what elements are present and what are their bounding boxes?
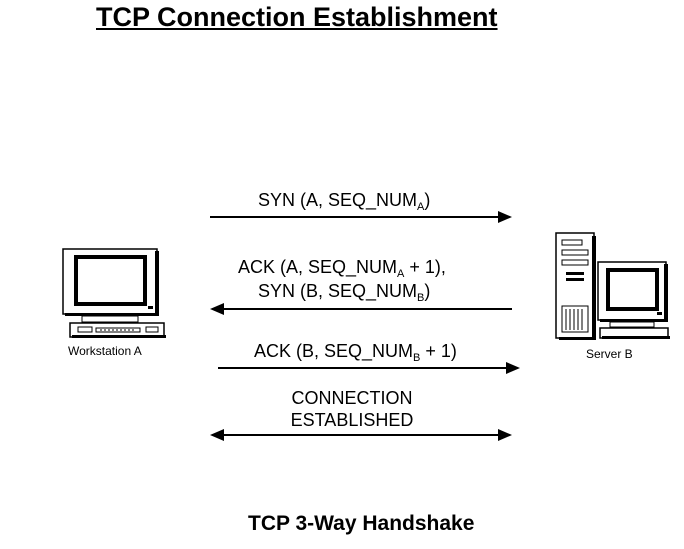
ack-arrow [218, 362, 520, 374]
syn-label: SYN (A, SEQ_NUMA) [258, 190, 431, 213]
syn-arrow [210, 211, 512, 223]
server-tower-computer-icon [555, 232, 670, 340]
established-label: CONNECTION ESTABLISHED [270, 387, 434, 431]
server-label: Server B [586, 347, 633, 361]
ack-syn-label-line2: SYN (B, SEQ_NUMB) [258, 281, 431, 304]
diagram-caption: TCP 3-Way Handshake [248, 512, 475, 535]
established-line2: ESTABLISHED [290, 410, 414, 430]
diagram-title: TCP Connection Establishment [96, 2, 498, 32]
syn-ack-arrow [210, 303, 512, 315]
workstation-computer-icon [62, 248, 166, 338]
workstation-label: Workstation A [68, 344, 142, 358]
established-arrow [210, 429, 512, 441]
established-line1: CONNECTION [291, 388, 413, 408]
ack-syn-label-line1: ACK (A, SEQ_NUMA + 1), [238, 257, 446, 280]
ack-label: ACK (B, SEQ_NUMB + 1) [254, 341, 457, 364]
